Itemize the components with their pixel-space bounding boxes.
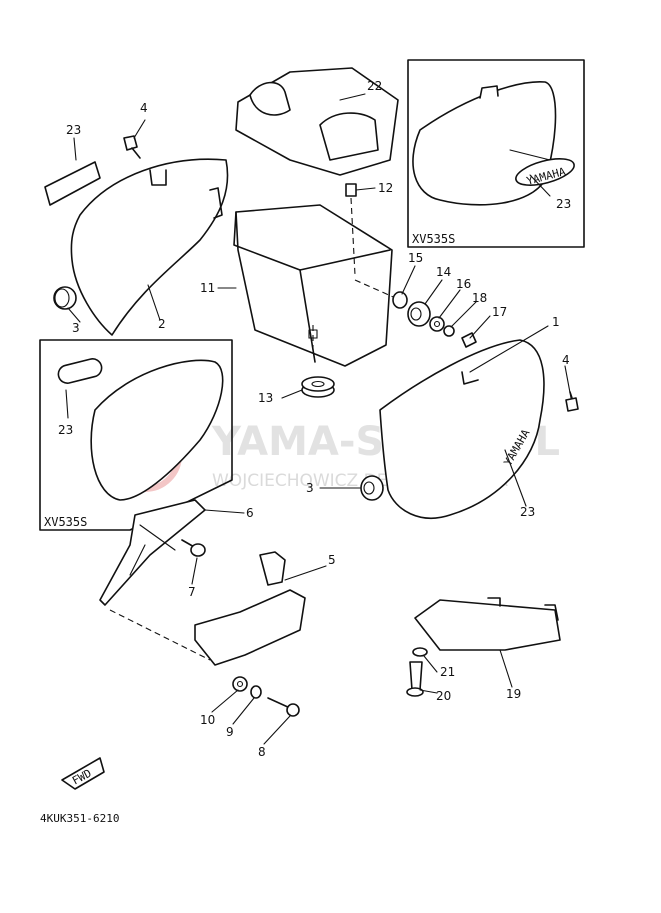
callout-6: 6 bbox=[246, 506, 254, 520]
variant-box-right: XV535S YAMAHA bbox=[407, 59, 585, 248]
leader-lines bbox=[65, 93, 572, 745]
callout-13: 13 bbox=[258, 391, 273, 405]
callout-23-top: 23 bbox=[66, 123, 81, 137]
callout-19: 19 bbox=[506, 687, 521, 701]
variant-box-left: XV535S bbox=[39, 339, 233, 531]
variant-box-right-label: XV535S bbox=[412, 232, 455, 246]
callouts: 22 4 23 12 11 15 14 16 18 17 1 4 3 2 23 … bbox=[58, 79, 571, 759]
side-cover-right: YAMAHA bbox=[379, 339, 545, 519]
side-cover-left bbox=[70, 158, 229, 336]
bolt-8 bbox=[267, 697, 300, 717]
callout-12: 12 bbox=[378, 181, 393, 195]
grommet-14 bbox=[407, 301, 431, 327]
callout-7: 7 bbox=[188, 585, 196, 599]
callout-5: 5 bbox=[328, 553, 336, 567]
callout-23-box-left: 23 bbox=[58, 423, 73, 437]
tray-19 bbox=[414, 597, 561, 651]
callout-21: 21 bbox=[440, 665, 455, 679]
callout-11: 11 bbox=[200, 281, 215, 295]
callout-20: 20 bbox=[436, 689, 451, 703]
callout-2: 2 bbox=[158, 317, 166, 331]
callout-1: 1 bbox=[552, 315, 560, 329]
callout-14: 14 bbox=[436, 265, 451, 279]
callout-9: 9 bbox=[226, 725, 234, 739]
bolt-17 bbox=[461, 332, 477, 348]
washer-21 bbox=[412, 647, 428, 657]
rubber-13 bbox=[301, 376, 335, 398]
washer-10 bbox=[232, 676, 248, 692]
washer-18 bbox=[443, 325, 455, 337]
variant-box-left-label: XV535S bbox=[44, 515, 87, 529]
callout-15: 15 bbox=[408, 251, 423, 265]
callout-4-top: 4 bbox=[140, 101, 148, 115]
emblem-23-left bbox=[44, 161, 101, 206]
spacer-15 bbox=[392, 291, 408, 309]
callout-23-box-right: 23 bbox=[556, 197, 571, 211]
callout-3-left: 3 bbox=[72, 321, 80, 335]
callout-22: 22 bbox=[367, 79, 382, 93]
callout-8: 8 bbox=[258, 745, 266, 759]
callout-3-right: 3 bbox=[306, 481, 314, 495]
washer-16 bbox=[429, 316, 445, 332]
screw-20 bbox=[406, 661, 424, 697]
grommet-3-right bbox=[360, 475, 384, 501]
grommet-3-left bbox=[53, 286, 77, 310]
callout-18: 18 bbox=[472, 291, 487, 305]
bolt-7 bbox=[181, 539, 206, 557]
washer-9 bbox=[250, 685, 262, 699]
bolt-4-top bbox=[123, 135, 141, 159]
battery-cover bbox=[235, 67, 399, 176]
callout-23-right: 23 bbox=[520, 505, 535, 519]
clip-12 bbox=[345, 183, 357, 197]
battery-box bbox=[233, 204, 393, 367]
diagram-code: 4KUK351-6210 bbox=[40, 812, 119, 825]
bracket-6 bbox=[99, 499, 206, 606]
callout-10: 10 bbox=[200, 713, 215, 727]
bracket-5 bbox=[109, 551, 306, 666]
bolt-4-right bbox=[565, 391, 579, 412]
callout-16: 16 bbox=[456, 277, 471, 291]
callout-4-right: 4 bbox=[562, 353, 570, 367]
yamaha-emblem bbox=[515, 158, 575, 186]
fwd-arrow-icon: FWD bbox=[61, 757, 105, 790]
callout-17: 17 bbox=[492, 305, 507, 319]
